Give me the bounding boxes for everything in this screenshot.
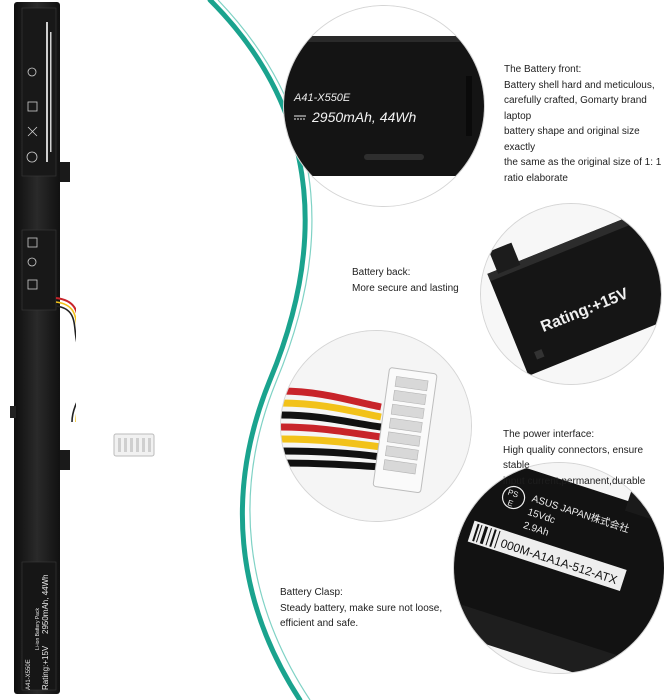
back-closeup-circle: Rating:+15V	[480, 203, 662, 385]
battery-rating-text: Rating:+15V	[41, 645, 50, 690]
battery-type-text: Li-ion Battery Pack	[35, 608, 41, 650]
clasp-caption-title: Battery Clasp:	[280, 587, 343, 598]
front-closeup-circle: A41-X550E 2950mAh, 44Wh	[283, 5, 485, 207]
back-caption-line: More secure and lasting	[352, 282, 459, 294]
connector-plug-image	[113, 433, 155, 457]
front-caption-title: The Battery front:	[504, 64, 582, 75]
front-caption-line: carefully crafted, Gomarty brand laptop	[504, 95, 647, 122]
power-caption-line: High quality connectors, ensure stable	[503, 444, 644, 472]
front-caption: The Battery front: Battery shell hard an…	[504, 62, 664, 186]
front-capacity-text: 2950mAh, 44Wh	[311, 109, 416, 125]
back-caption-title: Battery back:	[352, 267, 411, 278]
power-caption-title: The power interface:	[503, 429, 595, 440]
clasp-ps-text: PS	[507, 488, 520, 500]
front-caption-line: ratio elaborate	[504, 172, 568, 184]
clasp-caption-line: Steady battery, make sure not loose,	[280, 602, 443, 614]
battery-pack-image: A41-X550E Li-ion Battery Pack Rating:+15…	[10, 2, 76, 694]
battery-model-text: A41-X550E	[26, 659, 32, 690]
clasp-e-text: E	[506, 498, 514, 508]
clasp-caption-line: efficient and safe.	[280, 618, 359, 629]
front-caption-line: Battery shell hard and meticulous,	[504, 79, 655, 91]
battery-cable	[55, 297, 76, 423]
clasp-caption: Battery Clasp: Steady battery, make sure…	[280, 585, 450, 632]
power-caption: The power interface: High quality connec…	[503, 427, 663, 489]
front-caption-line: battery shape and original size exactly	[504, 126, 640, 153]
clasp-closeup-circle: PS E ASUS JAPAN株式会社 15Vdc 2.9Ah 000M-A1A…	[453, 462, 664, 674]
back-caption: Battery back: More secure and lasting	[352, 265, 492, 296]
connector-closeup-circle	[280, 330, 472, 522]
battery-capacity-text: 2950mAh, 44Wh	[41, 574, 50, 634]
front-model-text: A41-X550E	[293, 92, 351, 104]
front-caption-line: the same as the original size of 1: 1	[504, 157, 662, 168]
power-caption-line: input current,permanent,durable	[503, 475, 646, 487]
